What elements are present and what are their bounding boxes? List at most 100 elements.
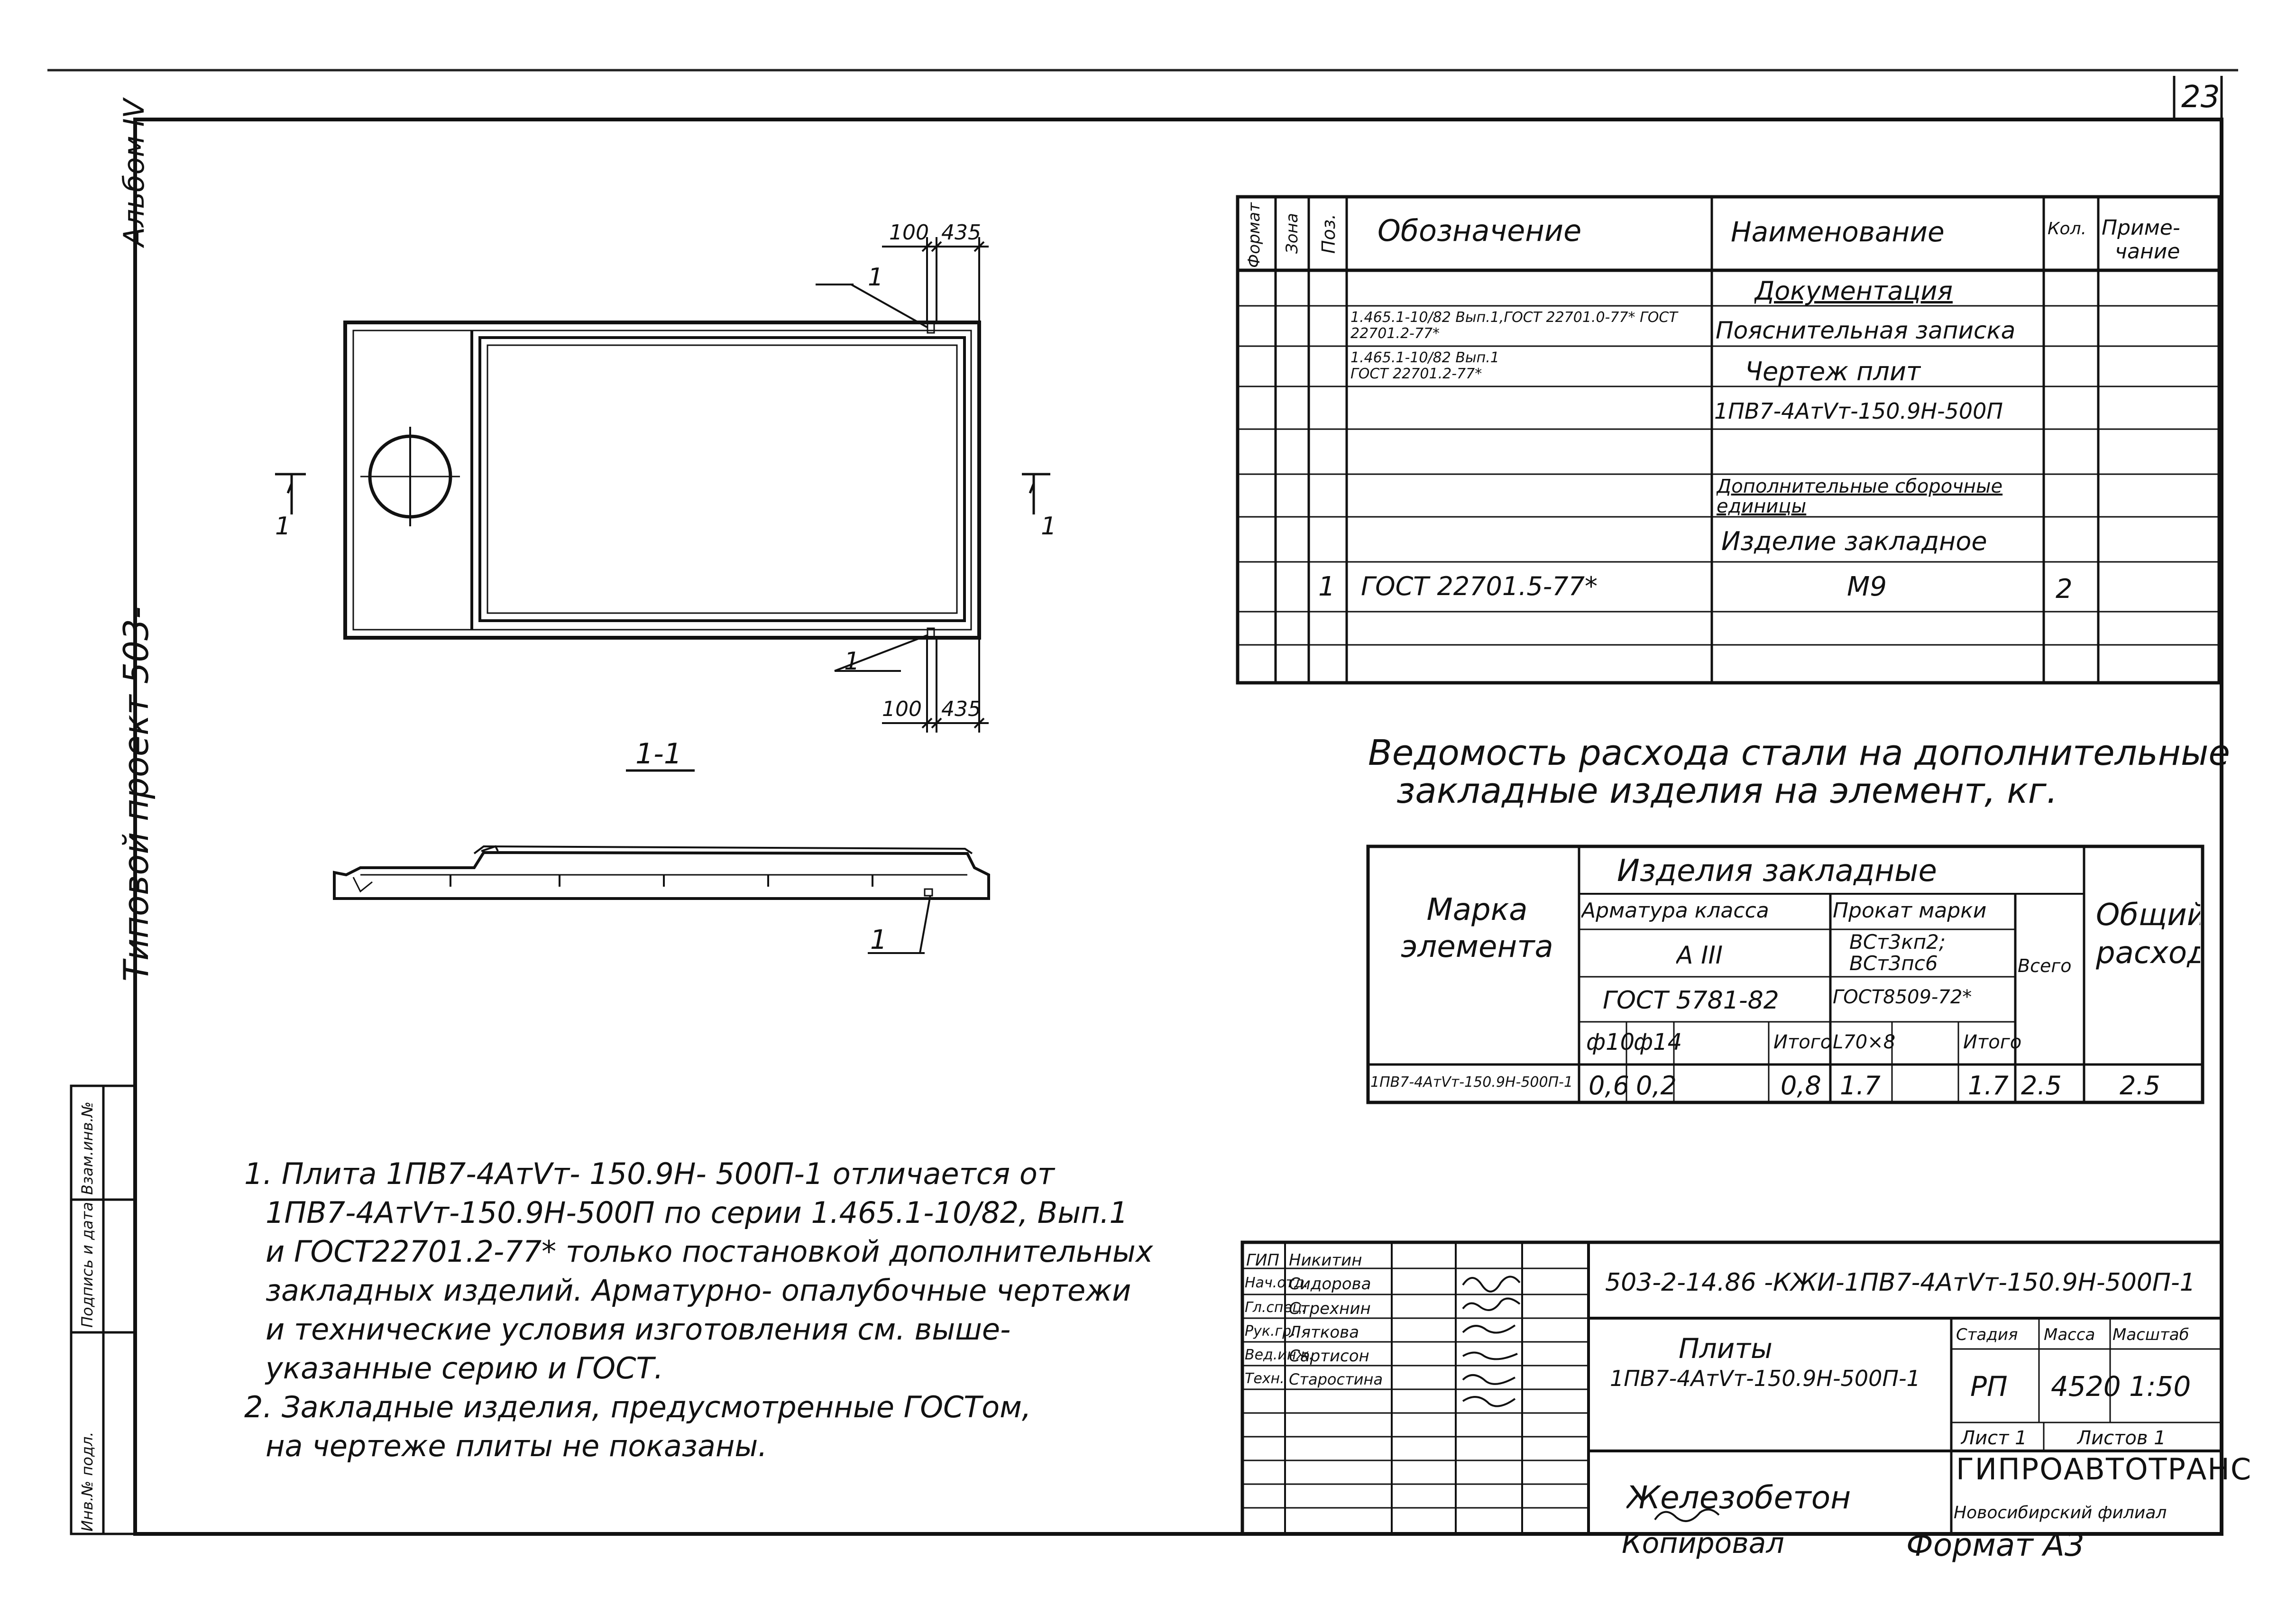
dim-top-435: 435 <box>941 220 981 245</box>
stage-label: Стадия <box>1956 1325 2018 1344</box>
spec-row-7-pos: 1 <box>1318 571 1335 602</box>
copied-label: Копировал <box>1622 1527 1784 1560</box>
dim-bottom-435: 435 <box>941 697 981 721</box>
note-line: 2. Закладные изделия, предусмотренные ГО… <box>244 1390 1031 1424</box>
spec-row-7-qty: 2 <box>2056 574 2073 605</box>
mass-label: Масса <box>2044 1325 2095 1344</box>
role-5: Техн. <box>1245 1370 1285 1387</box>
role-0: ГИП <box>1246 1251 1279 1270</box>
steel-header-subtotal: Итого <box>1773 1031 1832 1053</box>
spec-header-format: Формат <box>1245 202 1264 268</box>
steel-table-grid <box>1366 844 2204 1104</box>
section-mark-left-number: 1 <box>275 512 291 541</box>
role-3: Рук.гр. <box>1245 1323 1296 1340</box>
callout-top-1: 1 <box>868 263 884 292</box>
steel-header-rolled: Прокат марки <box>1833 899 1987 923</box>
sheet-number: 23 <box>2181 80 2220 115</box>
note-line: и технические условия изготовления см. в… <box>266 1312 1011 1347</box>
steel-header-overall: Общий расход <box>2096 898 2200 971</box>
role-2: Гл.спец. <box>1245 1299 1306 1316</box>
sheet-label: Лист 1 <box>1961 1427 2027 1449</box>
title-block-grid <box>1240 1240 2223 1536</box>
steel-row-mark: 1ПВ7-4АтVт-150.9Н-500П-1 <box>1370 1074 1573 1091</box>
org-name: ГИПРОАВТОТРАНС <box>1956 1452 2252 1486</box>
steel-header-angle: L70×8 <box>1833 1031 1896 1053</box>
role-1: Нач.отд. <box>1245 1275 1309 1291</box>
inv-no-label: Инв.№ подл. <box>78 1431 96 1532</box>
item-name-line2: 1ПВ7-4АтVт-150.9Н-500П-1 <box>1610 1366 1920 1391</box>
spec-header-zone: Зона <box>1283 213 1302 254</box>
note-line: на чертеже плиты не показаны. <box>266 1429 768 1463</box>
note-line: и ГОСТ22701.2-77* только постановкой доп… <box>266 1234 1153 1269</box>
spec-row-1-name: Пояснительная записка <box>1716 317 2016 344</box>
spec-row-2-name: Чертеж плит <box>1745 357 1921 386</box>
section-mark-right-number: 1 <box>1041 512 1057 541</box>
steel-title-line1: Ведомость расхода стали на дополнительны… <box>1368 733 2230 773</box>
spec-row-2-designation: 1.465.1-10/82 Вып.1 ГОСТ 22701.2-77* <box>1350 350 1499 382</box>
section-marks <box>275 473 1050 514</box>
project-label: Типовой проект 503- <box>116 606 156 982</box>
steel-header-rebar-grade: А III <box>1676 941 1723 970</box>
stage-value: РП <box>1970 1370 2008 1403</box>
item-name-line1: Плиты <box>1679 1332 1773 1365</box>
note-line: закладных изделий. Арматурно- опалубочны… <box>266 1273 1131 1308</box>
slab-plan-view <box>343 321 981 640</box>
name-1: Сидорова <box>1289 1275 1371 1294</box>
steel-header-rolled-gost: ГОСТ8509-72* <box>1833 986 1972 1008</box>
top-dimension-lines <box>816 237 989 328</box>
org-branch: Новосибирский филиал <box>1954 1503 2167 1523</box>
steel-header-subtotal2: Итого <box>1963 1031 2022 1053</box>
steel-header-rebar-gost: ГОСТ 5781-82 <box>1603 986 1779 1015</box>
scale-value: 1:50 <box>2129 1370 2191 1403</box>
steel-row-d14: 0,2 <box>1636 1071 1677 1101</box>
steel-header-total: Всего <box>2018 955 2072 976</box>
notes-block: 1. Плита 1ПВ7-4АтVт- 150.9Н- 500П-1 отли… <box>244 1155 1153 1466</box>
sign-date-label: Подпись и дата <box>78 1202 96 1328</box>
steel-title-line2: закладные изделия на элемент, кг. <box>1396 771 2058 811</box>
spec-header-designation: Обозначение <box>1378 213 1582 248</box>
steel-row-d10: 0,6 <box>1589 1071 1629 1101</box>
name-2: Стрехнин <box>1289 1299 1371 1318</box>
steel-row-subtotal2: 1.7 <box>1968 1071 2009 1101</box>
spec-table-grid <box>1236 195 2221 685</box>
note-line: указанные серию и ГОСТ. <box>266 1351 663 1385</box>
note-line: 1. Плита 1ПВ7-4АтVт- 150.9Н- 500П-1 отли… <box>244 1156 1055 1191</box>
name-3: Ляткова <box>1289 1323 1359 1342</box>
bottom-dimension-lines <box>834 634 989 733</box>
steel-row-overall: 2.5 <box>2120 1071 2160 1101</box>
spec-row-7-designation: ГОСТ 22701.5-77* <box>1361 571 1598 601</box>
steel-header-mark: Марка элемента <box>1401 892 1553 964</box>
steel-header-rolled-grade-1: ВСт3кп2; <box>1849 930 1946 954</box>
steel-header-rolled-grade-2: ВСт3пс6 <box>1849 952 1938 975</box>
steel-row-angle: 1.7 <box>1840 1071 1881 1101</box>
spec-row-5-name: Дополнительные сборочные единицы <box>1717 477 2003 516</box>
name-4: Сартисон <box>1289 1347 1369 1366</box>
steel-header-embedded: Изделия закладные <box>1617 853 1937 889</box>
album-label: Альбом IV <box>118 99 151 247</box>
name-5: Старостина <box>1289 1370 1383 1388</box>
steel-header-d14: ф14 <box>1634 1029 1682 1055</box>
spec-header-pos: Поз. <box>1318 213 1339 254</box>
spec-row-1-designation: 1.465.1-10/82 Вып.1,ГОСТ 22701.0-77* ГОС… <box>1350 310 1678 342</box>
steel-header-d10: ф10 <box>1586 1029 1635 1055</box>
left-stamp-boxes <box>70 1084 137 1535</box>
spec-row-7-name: М9 <box>1847 571 1887 602</box>
format-label: Формат А3 <box>1906 1527 2085 1563</box>
steel-header-rebar-class: Арматура класса <box>1581 899 1769 923</box>
material-label: Железобетон <box>1626 1479 1851 1516</box>
title-code: 503-2-14.86 -КЖИ-1ПВ7-4АтVт-150.9Н-500П-… <box>1605 1268 2195 1297</box>
mass-value: 4520 <box>2051 1370 2121 1403</box>
spec-row-0-name: Документация <box>1754 276 1953 306</box>
steel-row-total: 2.5 <box>2021 1071 2062 1101</box>
section-callout-1: 1 <box>870 925 887 955</box>
note-line: 1ПВ7-4АтVт-150.9Н-500П по серии 1.465.1-… <box>266 1195 1128 1230</box>
sheets-label: Листов 1 <box>2077 1427 2166 1449</box>
spec-header-note-1: Приме- <box>2102 216 2180 240</box>
scale-label: Масштаб <box>2112 1325 2189 1344</box>
dim-bottom-100: 100 <box>882 697 922 721</box>
signatures <box>1462 1275 1720 1522</box>
spec-header-note-2: чание <box>2115 239 2180 264</box>
section-title: 1-1 <box>635 737 682 771</box>
callout-bottom-1: 1 <box>844 647 860 676</box>
